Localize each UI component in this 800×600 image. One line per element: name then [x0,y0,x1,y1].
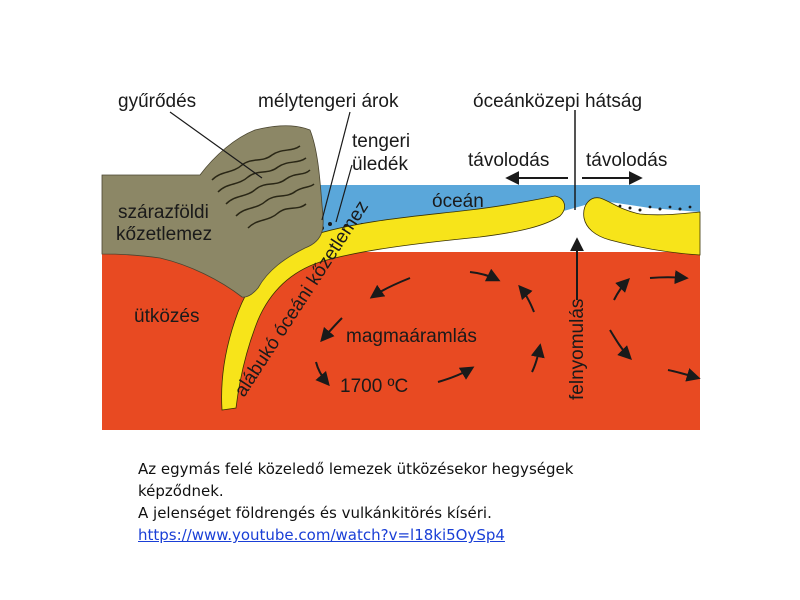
continental-plate [101,125,324,298]
upwelling-label: felnyomulás [567,299,588,400]
caption-line-2: képződnek. [138,482,224,500]
continental-plate-label-line1: szárazföldi [118,202,209,223]
divergence-left-label: távolodás [468,150,549,171]
oceanic-plate-right [583,197,701,256]
fold-lines [211,145,315,229]
video-link[interactable]: https://www.youtube.com/watch?v=l18ki5Oy… [138,526,505,544]
subducting-oceanic-plate [221,195,565,411]
caption-line-1: Az egymás felé közeledő lemezek ütközése… [138,460,574,478]
convection-arrows [315,268,701,387]
magma-flow-label: magmaáramlás [346,326,477,347]
sediment-pointer [335,164,353,223]
trench-pointer [321,111,351,221]
folding-pointer [169,111,263,179]
continental-plate-label-line2: kőzetlemez [116,224,212,245]
collision-label: ütközés [134,306,199,327]
caption-line-3: A jelenséget földrengés és vulkánkitörés… [138,504,492,522]
trench-label: mélytengeri árok [258,91,399,112]
temperature-label: 1700 ºC [340,376,408,397]
caption: Az egymás felé közeledő lemezek ütközése… [138,458,698,546]
sediment-label-line1: tengeri [352,131,410,152]
divergence-right-label: távolodás [586,150,667,171]
sediment-label-line2: üledék [352,154,408,175]
ocean-label: óceán [432,191,484,212]
ridge-label: óceánközepi hátság [473,91,642,112]
folding-label: gyűrődés [118,91,196,112]
